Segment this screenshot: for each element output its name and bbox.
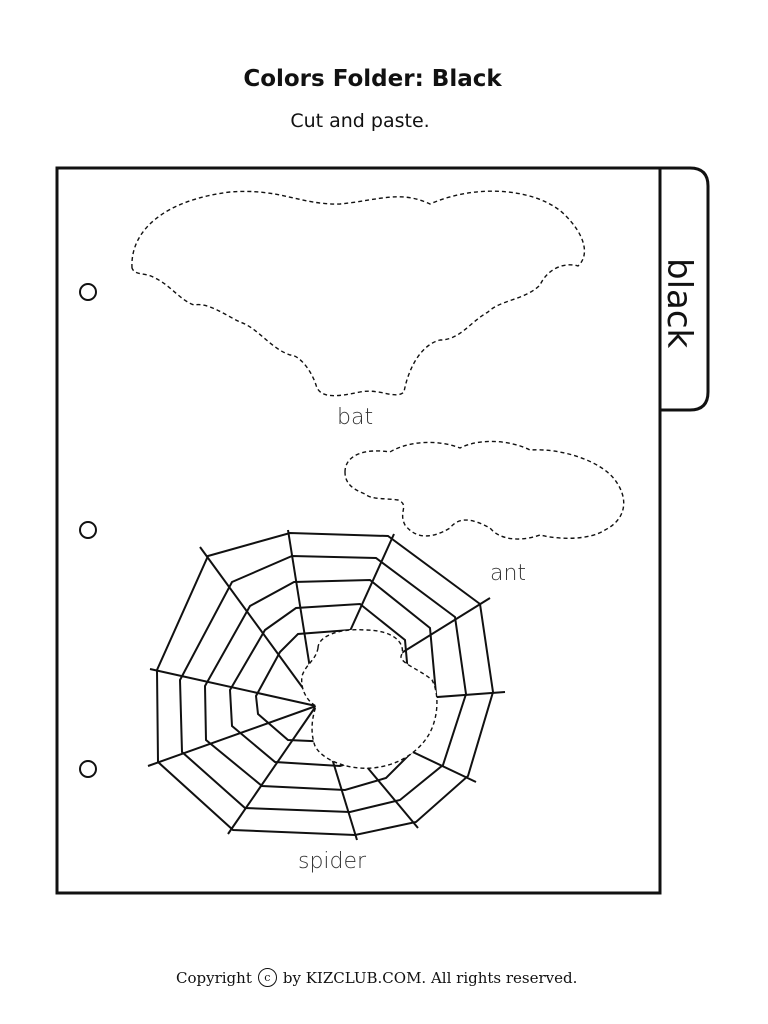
ant-label: ant: [490, 561, 526, 586]
tab-label: black: [659, 258, 699, 349]
binder-hole-icon: [79, 283, 97, 301]
page-subtitle: Cut and paste.: [290, 110, 430, 132]
bat-cutout-outline: [131, 190, 586, 397]
ant-cutout-outline: [344, 440, 625, 540]
spider-cutout-outline: [301, 629, 438, 769]
spider-label: spider: [298, 849, 367, 874]
copyright-suffix: by KIZCLUB.COM. All rights reserved.: [282, 968, 578, 987]
binder-hole-icon: [79, 521, 97, 539]
copyright-notice: Copyright c by KIZCLUB.COM. All rights r…: [176, 968, 577, 987]
copyright-prefix: Copyright: [176, 968, 252, 987]
copyright-icon: c: [257, 968, 277, 987]
folder-outline: [55, 166, 710, 895]
binder-hole-icon: [79, 760, 97, 778]
page-title: Colors Folder: Black: [243, 66, 502, 92]
bat-label: bat: [337, 405, 373, 430]
